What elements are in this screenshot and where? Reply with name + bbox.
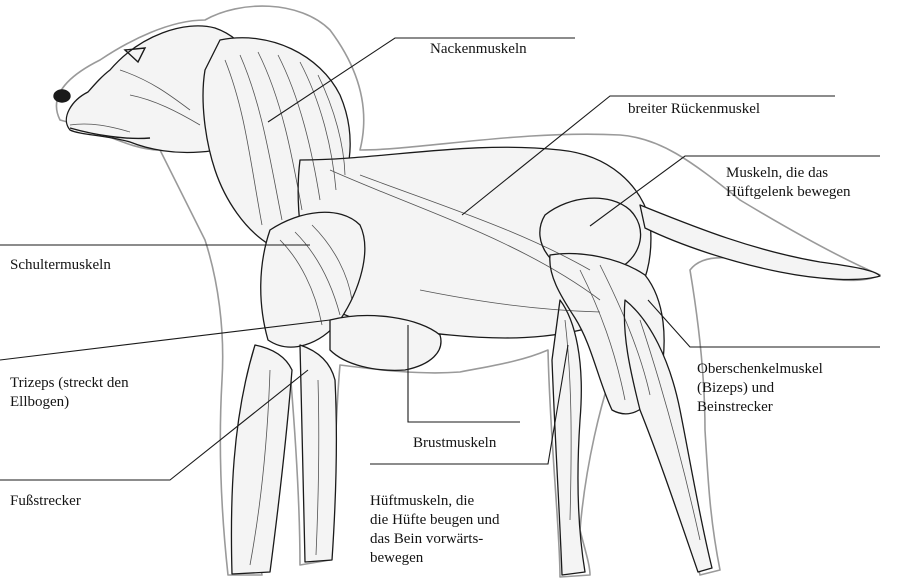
label-text-line3: das Bein vorwärts-	[370, 530, 500, 549]
hind-leg-far	[552, 300, 585, 575]
label-text-line1: Trizeps (streckt den	[10, 374, 129, 393]
nose-icon	[54, 90, 70, 102]
front-leg-near	[231, 345, 292, 574]
label-brustmuskeln: Brustmuskeln	[413, 434, 496, 453]
tail	[640, 205, 880, 279]
label-hueftmuskeln: Hüftmuskeln, die die Hüfte beugen und da…	[370, 492, 500, 568]
label-nackenmuskeln: Nackenmuskeln	[430, 40, 527, 59]
front-leg-far	[300, 345, 336, 562]
hind-leg-near	[624, 300, 712, 572]
label-hueftgelenk: Muskeln, die das Hüftgelenk bewegen	[726, 164, 851, 202]
label-text-line1: Oberschenkelmuskel	[697, 360, 823, 379]
label-fussstrecker: Fußstrecker	[10, 492, 81, 511]
label-text: Nackenmuskeln	[430, 40, 527, 59]
label-text: Fußstrecker	[10, 492, 81, 511]
label-trizeps: Trizeps (streckt den Ellbogen)	[10, 374, 129, 412]
label-oberschenkelmuskel: Oberschenkelmuskel (Bizeps) und Beinstre…	[697, 360, 823, 417]
label-text-line2: (Bizeps) und	[697, 379, 823, 398]
label-text-line3: Beinstrecker	[697, 398, 823, 417]
label-schultermuskeln: Schultermuskeln	[10, 256, 111, 275]
label-text-line1: Muskeln, die das	[726, 164, 851, 183]
label-text-line1: Hüftmuskeln, die	[370, 492, 500, 511]
label-text-line4: bewegen	[370, 549, 500, 568]
label-text: Brustmuskeln	[413, 434, 496, 453]
label-text: breiter Rückenmuskel	[628, 100, 760, 119]
leader-thigh	[648, 300, 880, 347]
label-text: Schultermuskeln	[10, 256, 111, 275]
label-text-line2: Ellbogen)	[10, 393, 129, 412]
label-rueckenmuskel: breiter Rückenmuskel	[628, 100, 760, 119]
label-text-line2: die Hüfte beugen und	[370, 511, 500, 530]
label-text-line2: Hüftgelenk bewegen	[726, 183, 851, 202]
